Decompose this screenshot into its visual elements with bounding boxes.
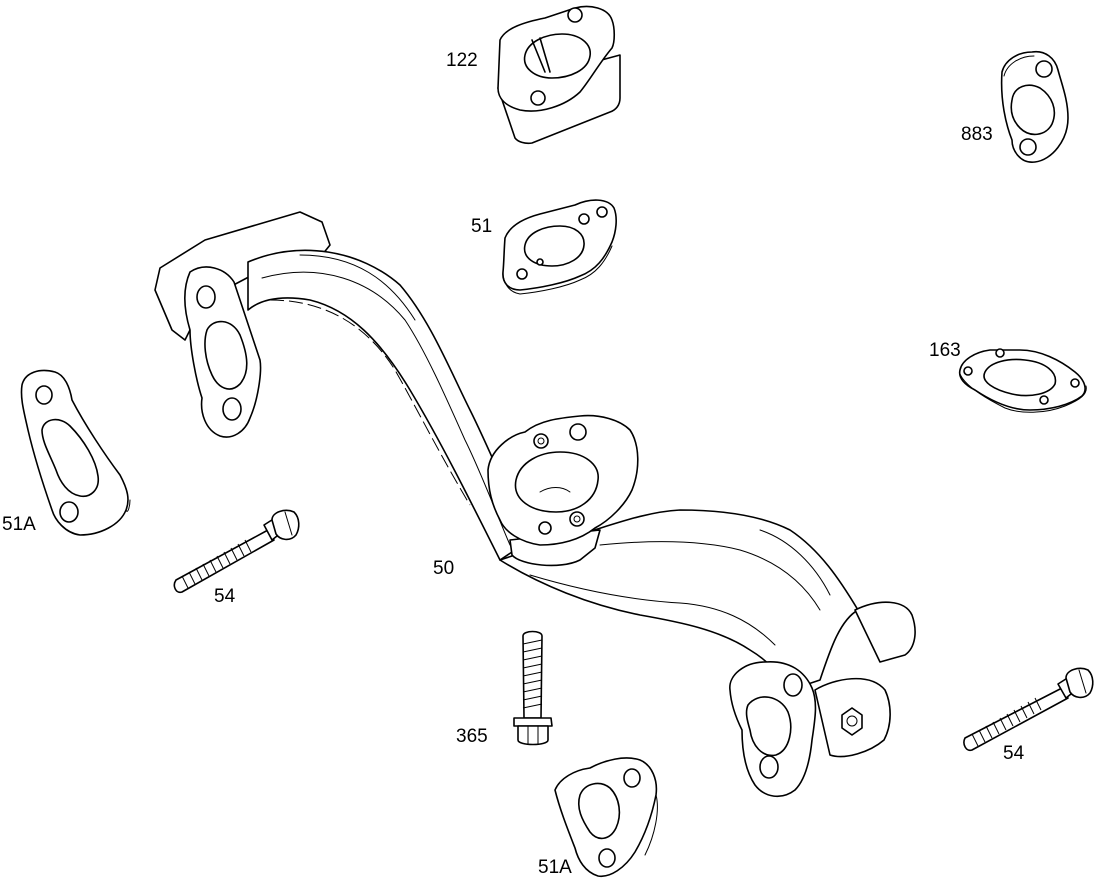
callout-label-883: 883: [961, 124, 993, 145]
carburetor-spacer-icon: [497, 5, 621, 145]
callout-label-54-right: 54: [1003, 743, 1025, 764]
callout-label-50: 50: [433, 558, 454, 579]
gasket-icon: [1000, 50, 1069, 163]
carburetor-gasket-icon: [502, 199, 617, 295]
callout-label-122: 122: [446, 50, 478, 71]
exhaust-gasket-icon: [20, 369, 131, 536]
callout-label-51a-bottom: 51A: [538, 857, 572, 878]
intake-manifold-icon: [154, 211, 916, 798]
callout-label-51a-left: 51A: [2, 514, 36, 535]
callout-label-365: 365: [456, 726, 488, 747]
callout-label-163: 163: [929, 340, 961, 361]
bolt-icon: [513, 630, 553, 746]
callout-label-54-left: 54: [214, 586, 236, 607]
callout-label-51: 51: [471, 216, 492, 237]
exhaust-gasket-icon: [554, 757, 658, 877]
bolt-icon: [173, 509, 300, 594]
gasket-icon: [958, 348, 1087, 413]
bolt-icon: [963, 667, 1094, 752]
